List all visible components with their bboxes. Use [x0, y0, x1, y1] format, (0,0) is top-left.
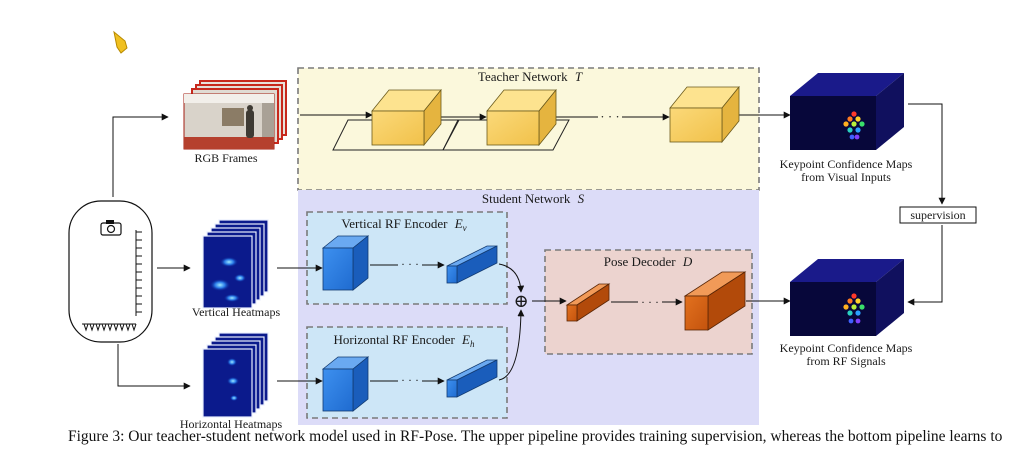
figure-caption: Figure 3: Our teacher-student network mo…: [68, 428, 1028, 446]
vertical-encoder-blocks: · · ·: [321, 235, 498, 291]
rgb-frame-front: [183, 93, 275, 150]
teacher-network-symbol: T: [575, 69, 583, 84]
rf-device: [68, 200, 153, 343]
horizontal-heatmaps-stack: [202, 332, 269, 418]
svg-text:Horizontal RF Encoder Eh: Horizontal RF Encoder Eh: [333, 332, 475, 349]
vertical-encoder-ellipsis: · · ·: [401, 257, 419, 271]
horizontal-heatmaps-label: Horizontal Heatmaps: [180, 417, 283, 431]
vertical-encoder-subscript: v: [463, 223, 467, 233]
horizontal-encoder-ellipsis: · · ·: [401, 373, 419, 387]
teacher-block-3: [669, 85, 740, 144]
horizontal-encoder-label: Horizontal RF Encoder: [333, 332, 455, 347]
teacher-flow: · · ·: [300, 109, 791, 151]
student-network-symbol: S: [578, 191, 585, 206]
mouse-cursor-icon: [113, 30, 128, 54]
keypoint-visual-label-line1: Keypoint Confidence Maps: [780, 157, 913, 171]
svg-text:Teacher Network T: Teacher Network T: [478, 69, 583, 84]
combine-symbol: ⊕: [513, 291, 528, 311]
rgb-frames-label: RGB Frames: [195, 151, 258, 165]
vertical-heatmaps-label: Vertical Heatmaps: [192, 305, 281, 319]
caption-label: Figure 3:: [68, 428, 125, 445]
heatmap-front: [202, 235, 253, 309]
student-network-label: Student Network: [482, 191, 571, 206]
pose-decoder-blocks: · · ·: [565, 271, 791, 331]
pose-decoder-label: Pose Decoder: [604, 254, 677, 269]
horizontal-encoder-symbol: E: [461, 332, 470, 347]
svg-text:Vertical RF Encoder Ev: Vertical RF Encoder Ev: [341, 216, 466, 233]
horizontal-encoder-subscript: h: [470, 339, 475, 349]
caption-text: Our teacher-student network model used i…: [128, 428, 1003, 445]
confidence-map-visual-cube: [790, 73, 904, 150]
supervision-label: supervision: [910, 208, 965, 222]
teacher-network-label: Teacher Network: [478, 69, 568, 84]
keypoint-rf-label-line2: from RF Signals: [806, 354, 886, 368]
rgb-frames-stack: [183, 80, 287, 150]
vertical-antenna-array-icon: [135, 230, 142, 316]
horizontal-antenna-array-icon: [82, 323, 137, 332]
vertical-encoder-label: Vertical RF Encoder: [341, 216, 448, 231]
horizontal-encoder-blocks: · · ·: [321, 356, 498, 412]
vertical-heatmaps-stack: [202, 219, 269, 309]
keypoint-rf-label-line1: Keypoint Confidence Maps: [780, 341, 913, 355]
encoder-merge-arrows: [498, 263, 525, 381]
svg-text:Pose Decoder D: Pose Decoder D: [604, 254, 693, 269]
visual-keypoints: [843, 111, 865, 140]
teacher-ellipsis: · · ·: [600, 109, 620, 124]
pose-decoder-symbol: D: [682, 254, 693, 269]
svg-text:Student Network S: Student Network S: [482, 191, 585, 206]
device-arrows: [112, 113, 323, 390]
rf-keypoints: [843, 293, 865, 324]
supervision-path: supervision: [899, 103, 977, 306]
heatmap-front: [202, 348, 253, 418]
confidence-map-rf-cube: [790, 259, 904, 336]
decoder-ellipsis: · · ·: [641, 295, 659, 309]
keypoint-visual-label-line2: from Visual Inputs: [801, 170, 891, 184]
teacher-block-1: [371, 88, 442, 147]
vertical-encoder-symbol: E: [454, 216, 463, 231]
camera-icon: [100, 220, 122, 236]
teacher-block-2: [486, 88, 557, 147]
